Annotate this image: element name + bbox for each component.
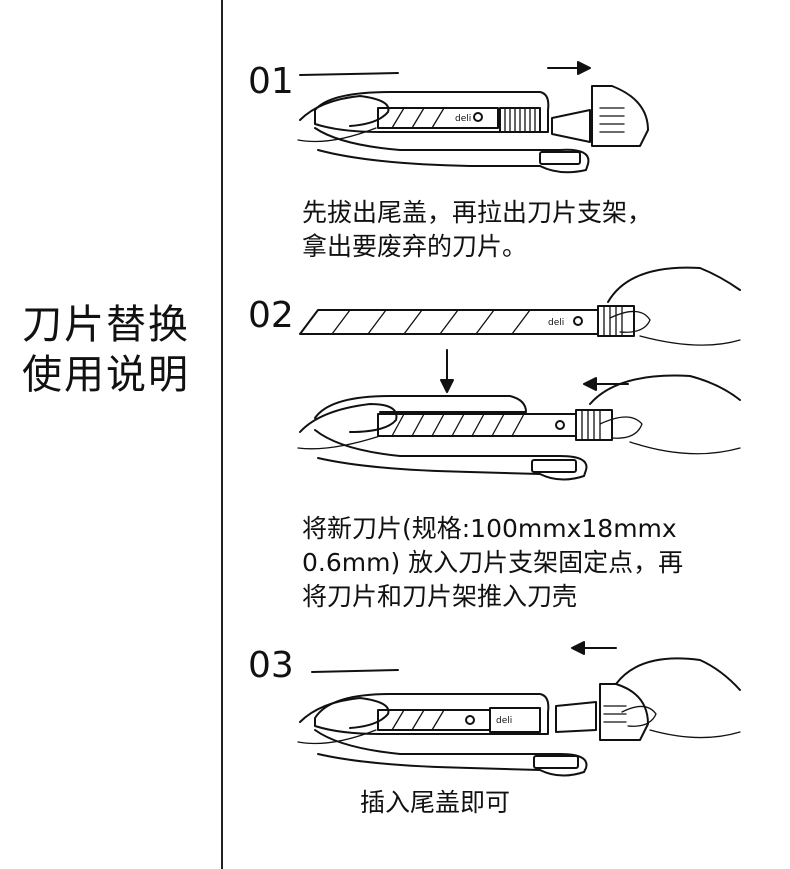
arrow-down-icon — [440, 349, 454, 393]
step-1-number: 01 — [248, 61, 294, 102]
side-title-line1: 刀片替换 — [22, 302, 190, 348]
step-2-hand-right — [589, 374, 741, 405]
step-1-cap-neck — [551, 109, 591, 143]
step-2-caption: 将新刀片(规格:100mmx18mmx 0.6mm) 放入刀片支架固定点，再 将… — [302, 512, 683, 614]
step-3-brand: deli — [496, 716, 512, 726]
step-3-hand-right — [615, 657, 741, 691]
step-2-hand-top — [607, 266, 741, 303]
side-title-line2: 使用说明 — [22, 352, 190, 398]
step-1-knife-body — [314, 91, 550, 133]
step-1-caption-line1: 先拔出尾盖，再拉出刀片支架， — [302, 198, 653, 227]
step-1-hand — [299, 95, 390, 127]
step-1-brand: deli — [455, 114, 471, 124]
step-2-caption-line2: 0.6mm) 放入刀片支架固定点，再 — [302, 548, 684, 577]
step-2-caption-line3: 将刀片和刀片架推入刀壳 — [302, 582, 578, 611]
step-3-hand-left — [299, 697, 390, 729]
step-2-caption-line1: 将新刀片(规格:100mmx18mmx — [302, 514, 677, 543]
step-1-caption-line2: 拿出要废弃的刀片。 — [302, 232, 528, 261]
step-1-knife-grip — [314, 127, 590, 174]
step-2-number: 02 — [248, 295, 294, 336]
step-2-knife-top — [314, 395, 527, 419]
step-1-pointer-line — [299, 72, 399, 76]
step-3-caption: 插入尾盖即可 — [360, 786, 510, 820]
step-3-knife-grip — [314, 729, 588, 777]
step-3-cap-neck — [555, 701, 597, 733]
step-3-end-cap — [599, 683, 649, 741]
step-1-caption: 先拔出尾盖，再拉出刀片支架， 拿出要废弃的刀片。 — [302, 196, 652, 264]
step-3-pointer-line — [311, 669, 399, 673]
step-2-hand-left — [299, 403, 398, 433]
vertical-divider — [221, 0, 223, 869]
step-3-number: 03 — [248, 645, 294, 686]
arrow-right-icon — [547, 61, 591, 75]
arrow-left-icon — [571, 641, 617, 655]
side-title: 刀片替换 使用说明 — [22, 300, 212, 400]
step-3-caption-line1: 插入尾盖即可 — [360, 788, 511, 817]
step-2-knife-grip — [314, 429, 588, 481]
step-1-end-cap — [591, 85, 649, 147]
step-3-knife-body — [314, 693, 550, 735]
step-2-brand: deli — [548, 318, 564, 328]
